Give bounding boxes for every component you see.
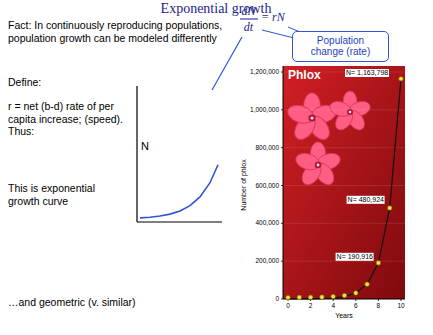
data-points-part xyxy=(342,293,347,298)
tick-marks-part xyxy=(281,223,283,224)
tick-label: 800,000 xyxy=(256,144,280,152)
tick-label: 1,200,000 xyxy=(250,68,279,76)
grid xyxy=(283,72,405,261)
tick-label: 6 xyxy=(354,302,358,310)
tick-label: 10 xyxy=(397,302,404,310)
tick-label: 0 xyxy=(275,295,279,303)
chart-title: Phlox xyxy=(288,68,321,82)
tick-marks-part xyxy=(281,261,283,262)
x-axis xyxy=(137,221,222,222)
data-points-part xyxy=(297,295,302,300)
tick-label: 2 xyxy=(309,302,313,310)
note-text: …and geometric (v. similar) xyxy=(8,296,136,309)
exponential-curve xyxy=(140,165,218,218)
equation-term: = rN xyxy=(261,10,285,24)
callout-text: Population change (rate) xyxy=(301,35,381,57)
phlox-flower xyxy=(328,91,372,133)
axis-title: Number of phlox xyxy=(240,159,248,210)
data-label: N= 1,163,798 xyxy=(345,69,389,77)
pointer-line xyxy=(212,37,242,90)
tick-label: 200,000 xyxy=(256,257,280,265)
data-points-part xyxy=(331,294,336,299)
axis-title: Years xyxy=(335,312,353,320)
tick-label: 0 xyxy=(286,302,290,310)
grid-part xyxy=(283,185,405,186)
tick-marks-part xyxy=(281,185,283,186)
data-points-part xyxy=(376,261,381,266)
tick-label: 8 xyxy=(377,302,381,310)
callout-box: Population change (rate) xyxy=(292,31,389,62)
define-text: Define: xyxy=(8,76,41,89)
data-points-part xyxy=(399,77,404,82)
tick-label: 600,000 xyxy=(256,182,280,190)
data-label: N= 480,924 xyxy=(347,196,385,204)
tick-marks-part xyxy=(281,72,283,73)
tick-marks-part xyxy=(281,109,283,110)
data-points-part xyxy=(320,295,325,300)
equation-term: dt xyxy=(244,20,253,34)
tick-marks-part xyxy=(333,299,334,301)
data-points-part xyxy=(387,206,392,211)
axis-label: N xyxy=(141,140,149,153)
grid-part xyxy=(283,147,405,148)
tick-marks-part xyxy=(401,299,402,301)
tick-label: 400,000 xyxy=(256,219,280,227)
data-points-part xyxy=(354,291,359,296)
tick-marks xyxy=(281,72,401,301)
fraction-bar xyxy=(240,19,258,20)
leader-line xyxy=(262,30,294,38)
equation-term: dN xyxy=(241,4,255,18)
grid-part xyxy=(283,109,405,110)
data-points-part xyxy=(365,282,370,287)
data-points-part xyxy=(286,295,291,300)
tick-marks-part xyxy=(281,299,283,300)
chart-y-axis xyxy=(283,66,284,299)
definition-text: r = net (b-d) rate of per capita increas… xyxy=(8,100,128,138)
phlox-flower xyxy=(294,142,343,188)
data-label: N= 190,916 xyxy=(336,253,374,261)
tick-marks-part xyxy=(281,147,283,148)
tick-marks-part xyxy=(355,299,356,301)
y-axis xyxy=(136,86,137,222)
data-points xyxy=(286,77,404,300)
phlox-flower xyxy=(285,93,338,144)
fact-text: Fact: In continuously reproducing popula… xyxy=(8,19,223,44)
tick-label: 1,000,000 xyxy=(250,106,279,114)
data-line xyxy=(288,79,401,299)
tick-marks-part xyxy=(378,299,379,301)
photo-background xyxy=(283,66,405,299)
data-points-part xyxy=(308,295,313,300)
tick-label: 4 xyxy=(331,302,335,310)
note-text: This is exponential growth curve xyxy=(8,182,113,207)
